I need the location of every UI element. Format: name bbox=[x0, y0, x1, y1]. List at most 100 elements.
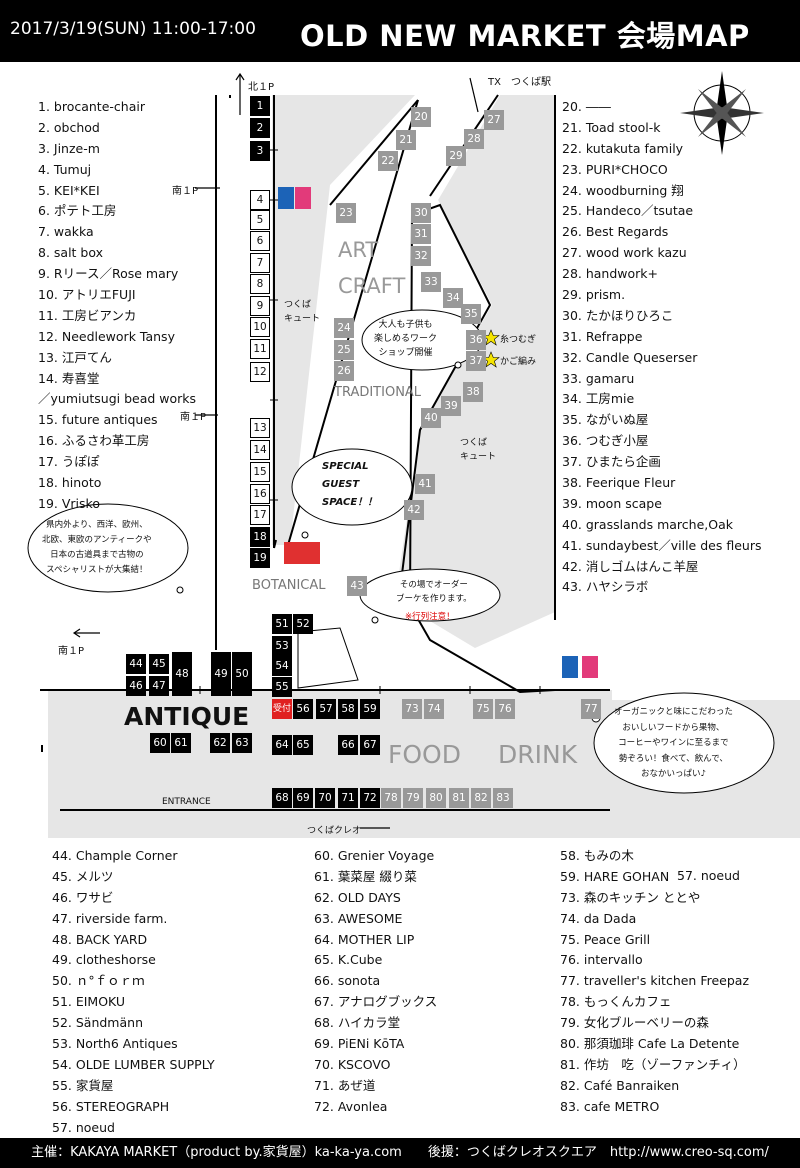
zone-botanical: BOTANICAL bbox=[252, 578, 326, 593]
booth-67: 67 bbox=[360, 735, 380, 755]
booth-7: 7 bbox=[250, 253, 270, 273]
vendor-list-item: 5. KEI*KEI bbox=[38, 182, 100, 198]
booth-9: 9 bbox=[250, 296, 270, 316]
guest-space-icon bbox=[284, 542, 320, 564]
booth-68: 68 bbox=[272, 788, 292, 808]
page-title: OLD NEW MARKET 会場MAP bbox=[300, 19, 750, 53]
booth-22: 22 bbox=[378, 151, 398, 171]
booth-64: 64 bbox=[272, 735, 292, 755]
vendor-list-item: 75. Peace Grill bbox=[560, 931, 651, 947]
vendor-list-item: 11. 工房ビアンカ bbox=[38, 307, 137, 323]
vendor-list-item: 62. OLD DAYS bbox=[314, 889, 401, 905]
booth-66: 66 bbox=[338, 735, 358, 755]
booth-2: 2 bbox=[250, 118, 270, 138]
vendor-list-item: 43. ハヤシラボ bbox=[562, 579, 649, 595]
booth-77: 77 bbox=[581, 699, 601, 719]
venue-map bbox=[27, 71, 800, 838]
booth-50: 50 bbox=[232, 652, 252, 696]
vendor-list-item: 55. 家貨屋 bbox=[52, 1077, 114, 1093]
vendor-list-item: 50. ｎ°ｆｏｒｍ bbox=[52, 973, 145, 989]
booth-28: 28 bbox=[464, 129, 484, 149]
booth-15: 15 bbox=[250, 462, 270, 482]
booth-73: 73 bbox=[402, 699, 422, 719]
booth-59: 59 bbox=[360, 699, 380, 719]
booth-46: 46 bbox=[126, 676, 146, 696]
vendor-list-item: 48. BACK YARD bbox=[52, 931, 148, 947]
booth-70: 70 bbox=[315, 788, 335, 808]
booth-40: 40 bbox=[421, 408, 441, 428]
vendor-list-item: 59. HARE GOHAN bbox=[560, 868, 670, 884]
booth-58: 58 bbox=[338, 699, 358, 719]
booth-26: 26 bbox=[334, 361, 354, 381]
reception-booth: 受付 bbox=[272, 699, 292, 719]
vendor-list-item: 61. 葉菜屋 綴り菜 bbox=[314, 868, 417, 884]
booth-8: 8 bbox=[250, 274, 270, 294]
booth-21: 21 bbox=[396, 130, 416, 150]
booth-71: 71 bbox=[338, 788, 358, 808]
booth-54: 54 bbox=[272, 656, 292, 676]
vendor-list-item: 52. Sändmänn bbox=[52, 1015, 143, 1031]
booth-81: 81 bbox=[449, 788, 469, 808]
booth-62: 62 bbox=[210, 733, 230, 753]
booth-74: 74 bbox=[424, 699, 444, 719]
vendor-list-item: 72. Avonlea bbox=[314, 1098, 388, 1114]
booth-52: 52 bbox=[293, 614, 313, 634]
booth-48: 48 bbox=[172, 652, 192, 696]
vendor-list-item: 12. Needlework Tansy bbox=[38, 328, 175, 344]
zone-craft: CRAFT bbox=[338, 274, 406, 298]
bubble-bouquet: その場でオーダー ブーケを作ります。 bbox=[396, 580, 472, 604]
vendor-list-item: 23. PURI*CHOCO bbox=[562, 161, 668, 177]
vendor-list-item: 39. moon scape bbox=[562, 495, 662, 511]
booth-35: 35 bbox=[461, 304, 481, 324]
entrance-label: ENTRANCE bbox=[162, 797, 211, 807]
event-date: 2017/3/19(SUN) 11:00-17:00 bbox=[10, 19, 256, 39]
cute-label-2: つくば キュート bbox=[460, 438, 497, 462]
vendor-list-item: 40. grasslands marche,Oak bbox=[562, 516, 733, 532]
booth-14: 14 bbox=[250, 440, 270, 460]
booth-29: 29 bbox=[446, 146, 466, 166]
zone-traditional: TRADITIONAL bbox=[334, 385, 422, 400]
vendor-list-item: 28. handwork+ bbox=[562, 266, 659, 282]
vendor-list-item: 36. つむぎ小屋 bbox=[562, 433, 649, 449]
vendor-list-item: 67. アナログブックス bbox=[314, 994, 438, 1010]
booth-75: 75 bbox=[473, 699, 493, 719]
header-bar: 2017/3/19(SUN) 11:00-17:00 OLD NEW MARKE… bbox=[0, 0, 800, 62]
vendor-list-item: 4. Tumuj bbox=[38, 161, 92, 177]
vendor-list-item: 77. traveller's kitchen Freepaz bbox=[560, 973, 750, 989]
booth-49: 49 bbox=[211, 652, 231, 696]
bubble-antique: 県内外より、西洋、欧州、 北欧、東欧のアンティークや 日本の古道具まで古物の ス… bbox=[42, 520, 152, 575]
booth-72: 72 bbox=[360, 788, 380, 808]
booth-61: 61 bbox=[171, 733, 191, 753]
booth-83: 83 bbox=[493, 788, 513, 808]
bubble-workshop: 大人も子供も 楽しめるワーク ショップ開催 bbox=[374, 320, 438, 358]
vendor-list-item: 58. もみの木 bbox=[560, 848, 634, 863]
vendor-list-item: 2. obchod bbox=[38, 119, 100, 135]
south-parking-label-2: 南１P bbox=[180, 412, 207, 423]
booth-45: 45 bbox=[149, 654, 169, 674]
vendor-list-item: 30. たかほりひろこ bbox=[562, 307, 674, 323]
vendor-list-item: 76. intervallo bbox=[560, 952, 643, 968]
vendor-list-item: 16. ふるさわ革工房 bbox=[38, 433, 150, 449]
creo-label: つくばクレオ bbox=[307, 826, 362, 836]
booth-47: 47 bbox=[149, 676, 169, 696]
booth-80: 80 bbox=[426, 788, 446, 808]
booth-57: 57 bbox=[316, 699, 336, 719]
booth-76: 76 bbox=[495, 699, 515, 719]
vendor-list-item: 14. 寿喜堂 bbox=[38, 370, 100, 386]
north-parking-label: 北１P bbox=[248, 82, 275, 93]
booth-39: 39 bbox=[441, 396, 461, 416]
vendor-list-item: 54. OLDE LUMBER SUPPLY bbox=[52, 1056, 215, 1072]
vendor-list-item: 41. sundaybest／ville des fleurs bbox=[562, 537, 762, 553]
booth-82: 82 bbox=[471, 788, 491, 808]
vendor-list-item: 57. noeud bbox=[52, 1119, 115, 1135]
restroom-icon-north bbox=[278, 187, 311, 209]
vendor-list-item: 17. うぽぽ bbox=[38, 454, 100, 470]
booth-53: 53 bbox=[272, 636, 292, 656]
vendor-list-item: 18. hinoto bbox=[38, 475, 102, 491]
vendor-list-item: 38. Feerique Fleur bbox=[562, 475, 676, 491]
booth-55: 55 bbox=[272, 677, 292, 697]
booth-78: 78 bbox=[381, 788, 401, 808]
vendor-list-item: 63. AWESOME bbox=[314, 910, 403, 926]
